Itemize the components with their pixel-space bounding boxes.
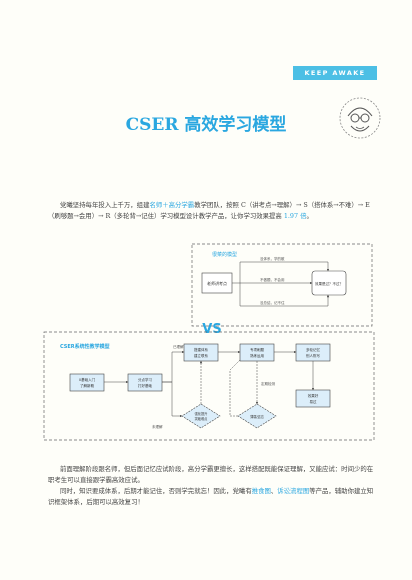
- step-5-line-1: 多轮记忆: [306, 347, 320, 352]
- step-6-line-2: 易过: [310, 399, 318, 404]
- old-model-frame: [191, 243, 373, 327]
- step-2-line-2: 打好基础: [138, 383, 152, 388]
- step-6-box: [295, 389, 331, 408]
- step-2-box: [127, 373, 163, 392]
- label-understood: 已理解: [173, 344, 184, 349]
- old-model-title: 很菜的模型: [212, 251, 237, 258]
- step-5-line-2: 别人陈写: [306, 353, 320, 358]
- diamond-1-line-2: 突破难点: [195, 416, 209, 421]
- old-label-2: 不做题，不会用: [260, 277, 285, 282]
- step-1-line-2: 了解新概: [80, 383, 94, 388]
- step-2-line-1: 分点学习: [138, 377, 152, 382]
- intro-paragraph: 党曦坚持每年投入上千万，组建名师＋高分学霸教学团队，按照 C（讲考点→理解）→ …: [48, 201, 370, 220]
- step-1-line-1: 0基础入门: [79, 377, 96, 382]
- step-4-line-2: 熟练运用: [250, 353, 264, 358]
- step-1-box: [69, 373, 105, 392]
- old-label-1: 没体系，学的散: [260, 256, 285, 261]
- step-5-box: [295, 343, 331, 362]
- outro-paragraph-1: 前面理解阶段跟名师，但后面记忆应试阶段，高分学霸更擅长，这样搭配既能保证理解，又…: [48, 465, 374, 484]
- new-model-title: CSER系统性教学模型: [60, 343, 110, 350]
- mascot-icon: [339, 97, 381, 139]
- diamond-1-line-1: 强化提升: [195, 411, 209, 416]
- old-teacher-label: 老师讲考点: [207, 280, 227, 286]
- keep-awake-badge: KEEP AWAKE: [293, 66, 377, 80]
- old-result-label: 效果是过？不过？: [315, 281, 343, 286]
- label-not-understood: 未理解: [152, 424, 163, 429]
- diamond-2-label: 薄弱/遗忘: [250, 414, 265, 419]
- step-3-line-1: 搭建体系: [194, 347, 208, 352]
- page-title: CSER 高效学习模型: [125, 115, 287, 135]
- new-model-frame: [43, 331, 375, 441]
- diamond-weak: [237, 403, 277, 429]
- vs-label: VS: [202, 322, 221, 337]
- step-3-line-2: 建立联系: [194, 353, 208, 358]
- step-6-line-1: 效果好: [308, 393, 319, 398]
- step-4-line-1: 专项刷题: [250, 347, 264, 352]
- cser-model-diagram: 很菜的模型 老师讲考点 效果是过？不过？ 没体系，学的散 不做题，不会用 没总结…: [43, 243, 375, 441]
- outro-paragraph-2: 同时，知识要成体系，后期才能记住，否则学完就忘！因此，党曦有推食图、诉讼流程图等…: [48, 487, 374, 506]
- diamond-strengthen: [181, 403, 221, 429]
- step-4-box: [239, 343, 275, 362]
- step-3-box: [183, 343, 219, 362]
- label-check: 定期检测: [261, 381, 275, 386]
- old-label-3: 没总结，记不住: [260, 300, 285, 305]
